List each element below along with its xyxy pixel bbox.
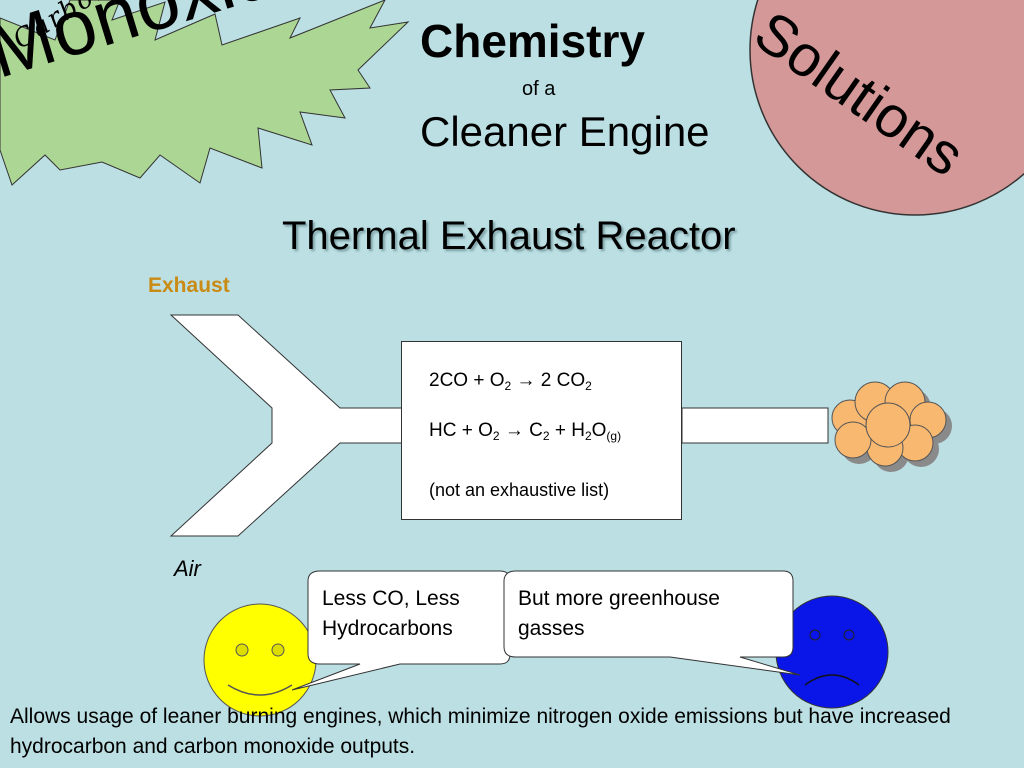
arrow-icon: → xyxy=(504,420,524,441)
eq1-reactants: 2CO + O xyxy=(429,370,505,391)
air-label: Air xyxy=(174,556,201,581)
of-a-text: of a xyxy=(522,78,556,100)
eq2-sub-g: (g) xyxy=(606,429,622,443)
y-pipe xyxy=(169,314,403,537)
reaction-equation-2: HC + O2 → C2 + H2O(g) xyxy=(429,420,621,443)
smoke-cloud xyxy=(831,381,952,472)
eq1-sub-b: 2 xyxy=(585,379,592,393)
eq1-product: 2 CO xyxy=(540,370,586,391)
callout-sad-shape xyxy=(503,570,801,676)
reaction-note: (not an exhaustive list) xyxy=(429,480,610,500)
exhaust-label: Exhaust xyxy=(148,274,230,297)
eq1-sub-a: 2 xyxy=(504,379,512,393)
callout-happy-text: Less CO, Less Hydrocarbons xyxy=(322,587,460,640)
eq2-sub-b: 2 xyxy=(542,429,550,443)
eq2-reactants: HC + O xyxy=(429,420,493,441)
callout-sad-text: But more greenhouse gasses xyxy=(518,587,720,640)
solutions-circle xyxy=(749,0,1024,216)
page-heading: Thermal Exhaust Reactor xyxy=(282,214,736,258)
eq2-sub-a: 2 xyxy=(492,429,500,443)
eq2-product-o: O xyxy=(591,420,607,441)
reaction-equation-1: 2CO + O2 → 2 CO2 xyxy=(429,370,592,393)
starburst xyxy=(0,0,410,186)
eq2-sub-c: 2 xyxy=(584,429,592,443)
cleaner-engine-title: Cleaner Engine xyxy=(420,108,710,155)
eq2-product-c: C xyxy=(529,420,543,441)
arrow-icon: → xyxy=(516,370,536,391)
reactor-box: 2CO + O2 → 2 CO2 HC + O2 → C2 + H2O(g) (… xyxy=(401,341,682,520)
chemistry-title: Chemistry xyxy=(420,15,645,67)
eq2-product-h: + H xyxy=(554,420,585,441)
outlet-pipe xyxy=(681,407,829,444)
happy-face-icon xyxy=(203,603,317,717)
footer-text: Allows usage of leaner burning engines, … xyxy=(10,705,951,758)
